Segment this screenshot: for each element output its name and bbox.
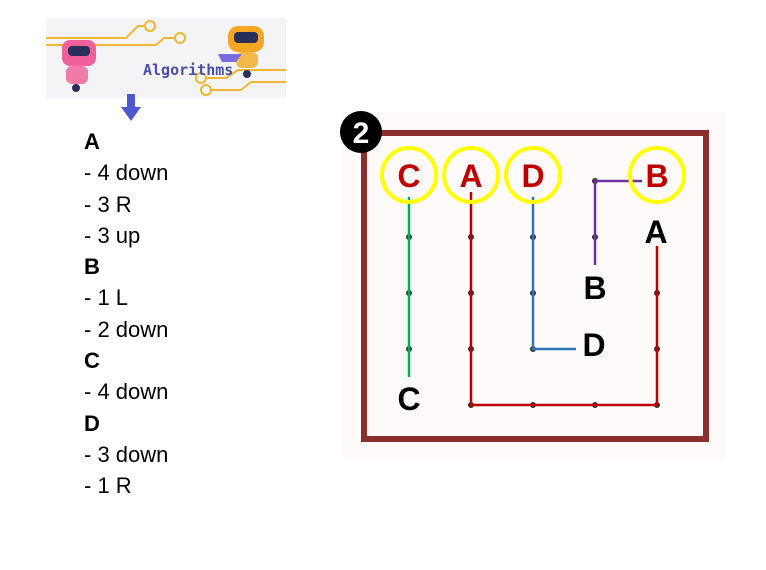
banner-title: Algorithms — [143, 61, 234, 79]
step-move: - 3 down — [84, 441, 169, 467]
step-heading-c: C — [84, 348, 100, 374]
start-label-a: A — [459, 158, 482, 194]
step-move: - 4 down — [84, 379, 169, 405]
start-highlight-d — [504, 146, 562, 204]
step-number-badge — [340, 111, 382, 153]
start-label-d: D — [521, 158, 544, 194]
grid-frame — [361, 130, 709, 442]
step-move: - 1 R — [84, 473, 132, 499]
step-heading-d: D — [84, 410, 100, 436]
down-arrow-icon — [121, 94, 141, 121]
pink-robot-icon — [62, 40, 96, 92]
step-move: - 1 L — [84, 285, 129, 311]
step-move: - 4 down — [84, 160, 169, 186]
end-label-b: B — [583, 270, 606, 306]
step-move: - 3 up — [84, 222, 141, 248]
step-move: - 2 down — [84, 316, 169, 342]
grid-dots — [406, 178, 660, 408]
algorithms-banner: Algorithms — [46, 18, 286, 98]
path-a — [469, 192, 659, 407]
step-heading-b: B — [84, 254, 100, 280]
circuit-decoration — [46, 20, 286, 96]
end-label-d: D — [582, 327, 605, 363]
end-label-a: A — [644, 214, 667, 250]
start-label-b: B — [645, 158, 668, 194]
start-highlight-b — [628, 146, 686, 204]
start-highlight-c — [380, 146, 438, 204]
start-highlight-a — [442, 146, 500, 204]
algorithm-steps: A - 4 down - 3 R - 3 up B - 1 L - 2 down… — [84, 126, 168, 502]
path-b — [593, 179, 642, 265]
diagram-background — [343, 112, 726, 460]
start-label-c: C — [397, 158, 420, 194]
orange-robot-icon — [218, 26, 264, 78]
step-number: 2 — [353, 117, 370, 150]
step-move: - 3 R — [84, 191, 132, 217]
end-label-c: C — [397, 381, 420, 417]
path-d — [531, 197, 576, 351]
step-heading-a: A — [84, 129, 100, 154]
